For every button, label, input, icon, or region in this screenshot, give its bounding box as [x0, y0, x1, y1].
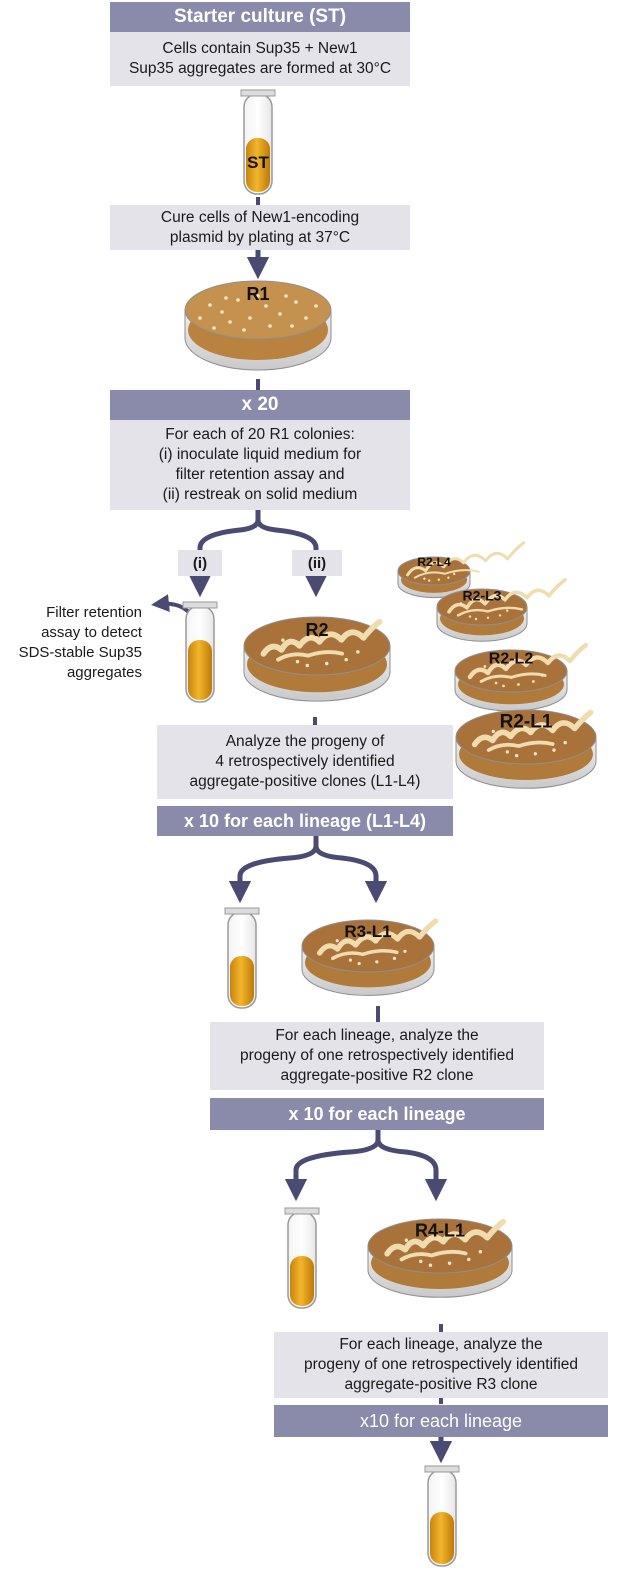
starter-header: Starter culture (ST) [110, 2, 410, 32]
tube-st-label: ST [247, 153, 269, 172]
round1-description: For each of 20 R1 colonies: (i) inoculat… [110, 420, 410, 510]
round2-description: Analyze the progeny of 4 retrospectively… [157, 725, 453, 799]
round4-line-2: progeny of one retrospectively identifie… [304, 1356, 578, 1373]
plate-r3-l1-label: R3-L1 [344, 922, 391, 941]
starter-header-text: Starter culture (ST) [173, 6, 347, 27]
round3-line-2: progeny of one retrospectively identifie… [240, 1047, 514, 1064]
round1-line-2: (i) inoculate liquid medium for [158, 446, 362, 463]
plate-r1-label: R1 [246, 284, 269, 304]
round1-band-text: x 20 [241, 394, 279, 415]
plate-r2-l2-label: R2-L2 [489, 651, 534, 668]
starter-description: Cells contain Sup35 + New1 Sup35 aggrega… [110, 32, 410, 86]
round2-line-2: 4 retrospectively identified [215, 753, 395, 770]
round1-line-4: (ii) restreak on solid medium [162, 486, 358, 503]
tube-st: ST [240, 89, 276, 195]
round2-line-1: Analyze the progeny of [225, 733, 385, 750]
tube-r4 [284, 1207, 320, 1309]
round4-band: x10 for each lineage [274, 1405, 608, 1437]
cure-line-2: plasmid by plating at 37°C [169, 228, 351, 246]
plate-r2-l2: R2-L2 [454, 642, 589, 712]
branch-tag-i: (i) [178, 550, 222, 576]
round4-band-text: x10 for each lineage [359, 1410, 523, 1431]
round3-band-text: x 10 for each lineage [288, 1103, 466, 1124]
plate-r2: R2 [243, 616, 391, 702]
round2-band-text: x 10 for each lineage (L1-L4) [183, 810, 427, 831]
round1-band: x 20 [110, 390, 410, 420]
filter-line-3: SDS-stable Sup35 [18, 644, 142, 661]
plate-r2-l4: R2-L4 [397, 541, 526, 599]
round2-line-3: aggregate-positive clones (L1-L4) [189, 773, 421, 790]
flow-arrows [151, 247, 453, 1464]
round3-description: For each lineage, analyze the progeny of… [210, 1022, 544, 1090]
tube-r5 [424, 1465, 460, 1567]
plate-r2-l1-label: R2-L1 [500, 712, 553, 733]
starter-line-1: Cells contain Sup35 + New1 [162, 40, 358, 57]
round1-line-1: For each of 20 R1 colonies: [165, 426, 355, 443]
round4-description: For each lineage, analyze the progeny of… [274, 1332, 608, 1398]
round1-line-3: filter retention assay and [175, 466, 345, 483]
filter-line-2: assay to detect [41, 624, 142, 641]
plate-r4-l1-label: R4-L1 [415, 1221, 465, 1241]
cure-step: Cure cells of New1-encoding plasmid by p… [110, 205, 410, 250]
cure-line-1: Cure cells of New1-encoding [160, 208, 360, 226]
plate-r2-l3-label: R2-L3 [463, 588, 502, 604]
tube-filter-assay [182, 601, 218, 703]
plate-r2-l4-label: R2-L4 [417, 555, 451, 569]
round3-line-1: For each lineage, analyze the [275, 1027, 479, 1044]
round4-line-1: For each lineage, analyze the [339, 1336, 543, 1353]
plate-r2-l3: R2-L3 [436, 578, 567, 642]
plate-r4-l1: R4-L1 [367, 1218, 513, 1298]
filter-line-1: Filter retention [46, 604, 142, 621]
starter-line-2: Sup35 aggregates are formed at 30°C [128, 60, 392, 77]
branch-tag-ii-text: (ii) [307, 554, 327, 572]
tube-r3 [224, 907, 260, 1009]
branch-tag-ii: (ii) [292, 550, 342, 576]
branch-tag-i-text: (i) [192, 554, 208, 572]
round3-band: x 10 for each lineage [210, 1098, 544, 1130]
plate-r2-l1: R2-L1 [455, 709, 597, 789]
filter-line-4: aggregates [66, 664, 142, 681]
plate-r3-l1: R3-L1 [301, 918, 439, 996]
round4-line-3: aggregate-positive R3 clone [344, 1376, 538, 1393]
plate-r2-label: R2 [305, 620, 328, 640]
round2-band: x 10 for each lineage (L1-L4) [157, 806, 453, 836]
filter-assay-text: Filter retention assay to detect SDS-sta… [10, 603, 142, 683]
round3-line-3: aggregate-positive R2 clone [280, 1067, 474, 1084]
plate-r1: R1 [184, 280, 332, 371]
